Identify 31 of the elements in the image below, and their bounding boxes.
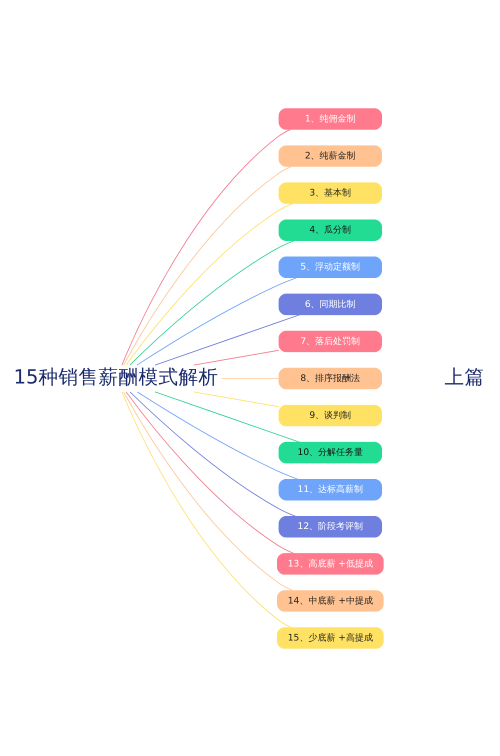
node-box: 14、中底薪 +中提成 [277,590,384,612]
node-box: 9、谈判制 [278,404,382,426]
label: 上篇 [444,364,484,388]
node-text: 15种销售薪酬模式解析 [14,364,218,388]
connector [193,390,280,407]
connector [136,276,298,366]
node-box: 11、达标高薪制 [278,478,382,500]
connector [130,391,296,516]
node-box: 6、同期比制 [278,293,382,315]
connector [154,390,300,442]
connector [123,166,292,366]
connector [193,349,280,366]
connector [136,391,298,480]
connector [126,391,294,554]
node-box: 12、阶段考评制 [278,516,382,537]
connector [126,202,294,365]
node-box: 15、少底薪 +高提成 [277,626,384,648]
node-box: 8、排序报酬法 [278,367,382,389]
connector [154,314,300,366]
connector [123,391,293,590]
connector [122,128,291,365]
node-box: 4、瓜分制 [278,219,382,240]
node-box: 13、高底薪 +低提成 [277,552,384,574]
node-box: 5、浮动定额制 [278,256,382,278]
node-box: 10、分解任务量 [278,441,382,463]
node-box: 3、基本制 [278,182,382,204]
node-box: 7、落后处罚制 [278,330,382,352]
node-box: 1、纯佣金制 [278,108,382,130]
connector [122,390,292,628]
node-box: 2、纯薪金制 [278,144,382,166]
connector [129,240,295,365]
